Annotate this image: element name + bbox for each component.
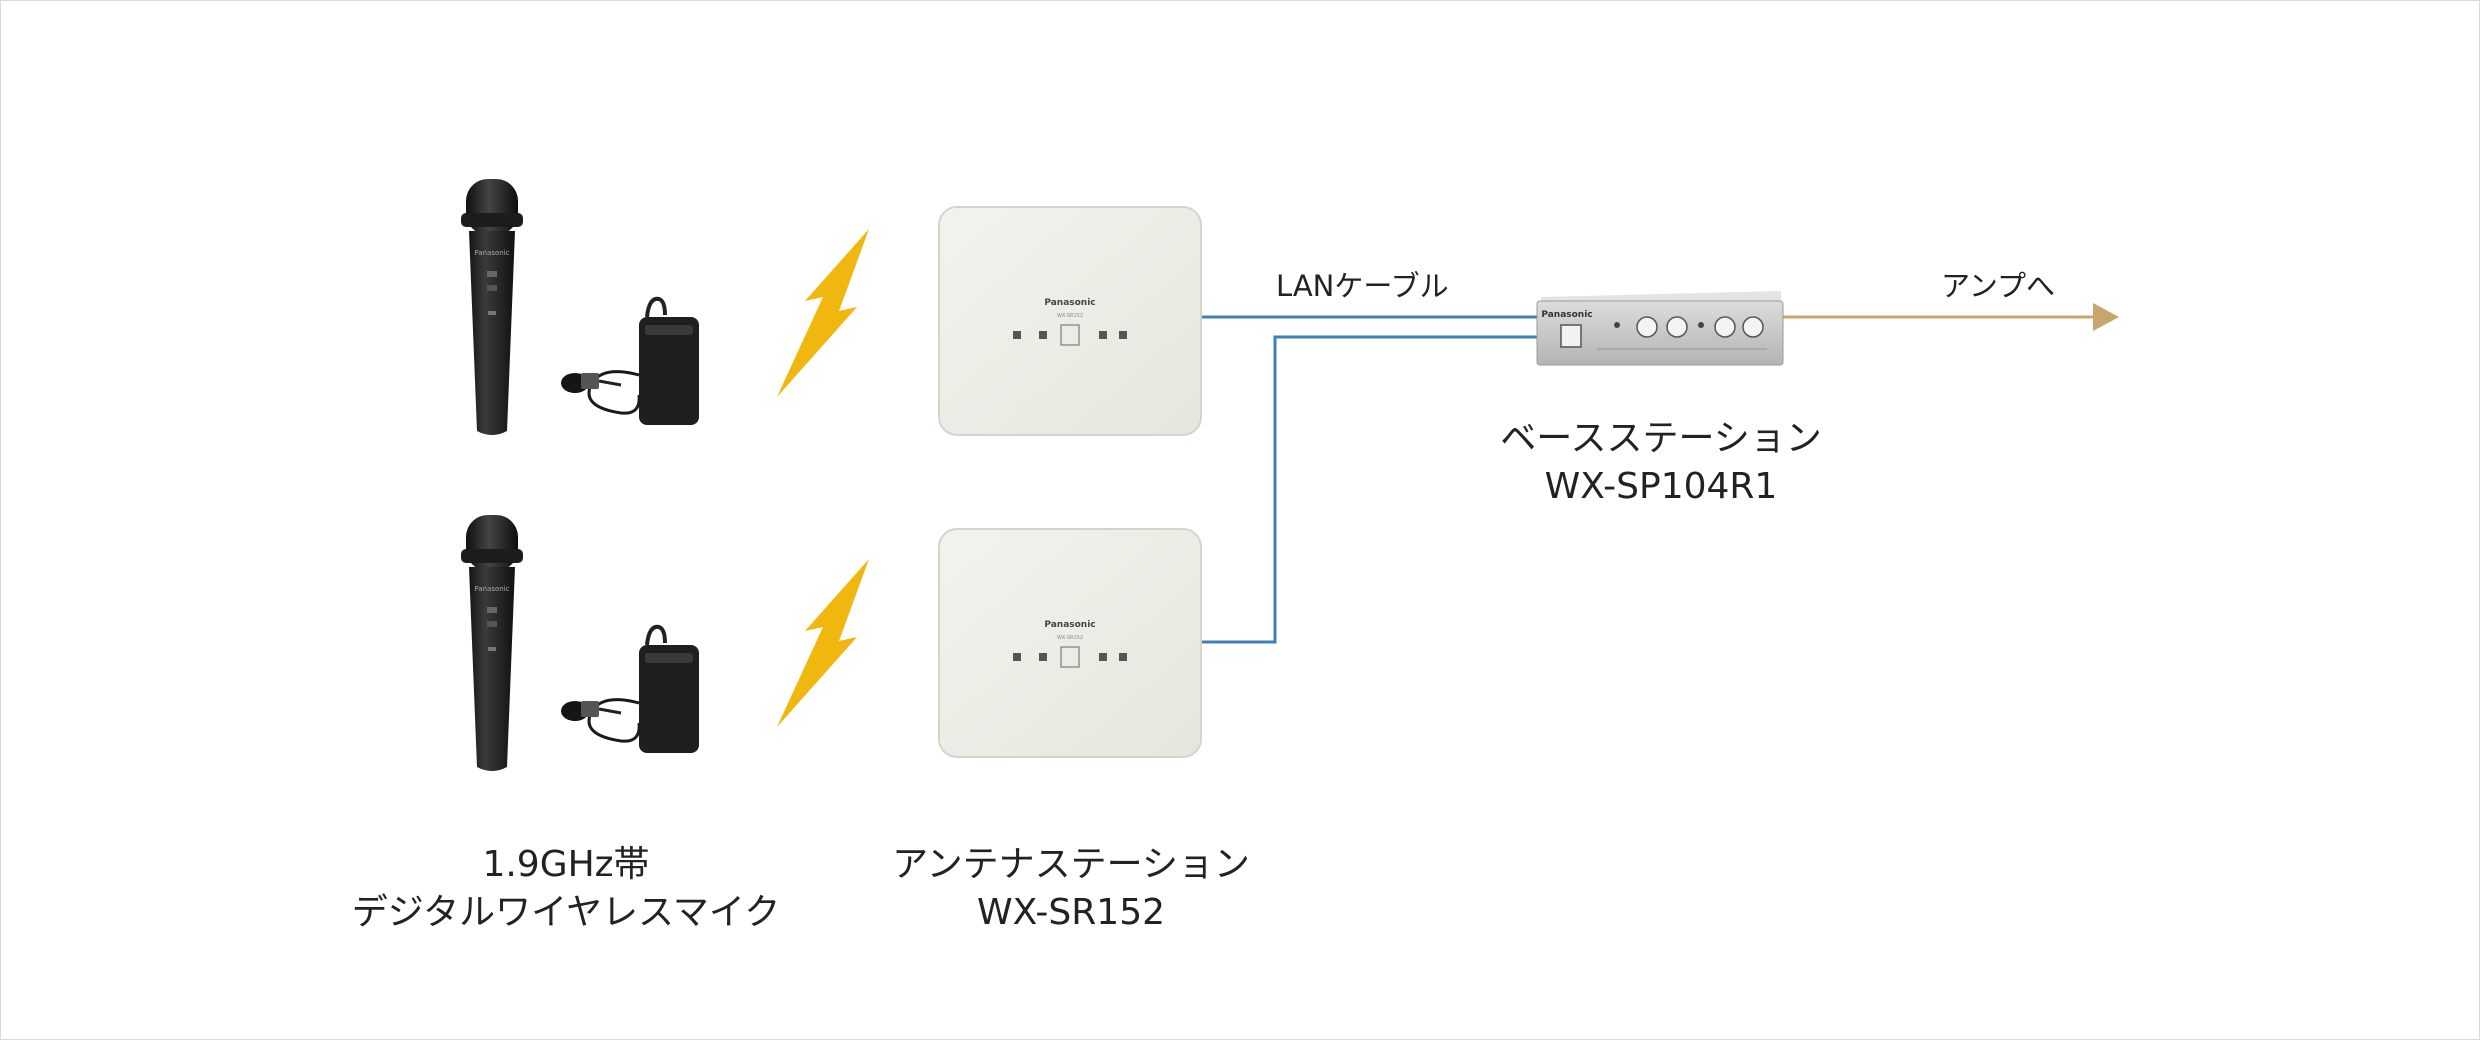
arrow-right-icon	[1781, 303, 2119, 331]
handheld-microphone-icon: Panasonic	[461, 179, 523, 435]
svg-text:WX-SR152: WX-SR152	[1057, 313, 1083, 319]
svg-text:Panasonic: Panasonic	[1044, 620, 1095, 630]
lightning-bolt-icon	[777, 559, 869, 727]
svg-text:Panasonic: Panasonic	[474, 249, 509, 257]
base-station-name: ベースステーション	[1500, 418, 1822, 459]
handheld-microphone-icon: Panasonic	[461, 515, 523, 771]
svg-text:Panasonic: Panasonic	[1541, 310, 1592, 320]
bodypack-transmitter-icon	[561, 296, 699, 425]
antenna-station-model: WX-SR152	[976, 892, 1166, 933]
svg-text:Panasonic: Panasonic	[1044, 298, 1095, 308]
lightning-bolt-icon	[777, 229, 869, 397]
lan-cable-label: LANケーブル	[1276, 269, 1449, 303]
antenna-station-name: アンテナステーション	[892, 844, 1250, 885]
base-station-caption: ベースステーション WX-SP104R1	[1481, 415, 1841, 511]
antenna-station-icon: Panasonic WX-SR152	[938, 206, 1202, 436]
lan-cable-line	[1201, 335, 1537, 644]
svg-text:Panasonic: Panasonic	[474, 585, 509, 593]
to-amp-label: アンプへ	[1941, 269, 2055, 303]
antenna-station-caption: アンテナステーション WX-SR152	[871, 841, 1271, 937]
base-station-icon: Panasonic	[1536, 291, 1784, 366]
bodypack-transmitter-icon	[561, 624, 699, 753]
antenna-station-icon: Panasonic WX-SR152	[938, 528, 1202, 758]
microphone-band: 1.9GHz帯	[482, 844, 650, 885]
microphone-caption: 1.9GHz帯 デジタルワイヤレスマイク	[321, 841, 811, 937]
base-station-model: WX-SP104R1	[1544, 466, 1778, 507]
microphone-name: デジタルワイヤレスマイク	[351, 892, 781, 933]
svg-text:WX-SR152: WX-SR152	[1057, 635, 1083, 641]
